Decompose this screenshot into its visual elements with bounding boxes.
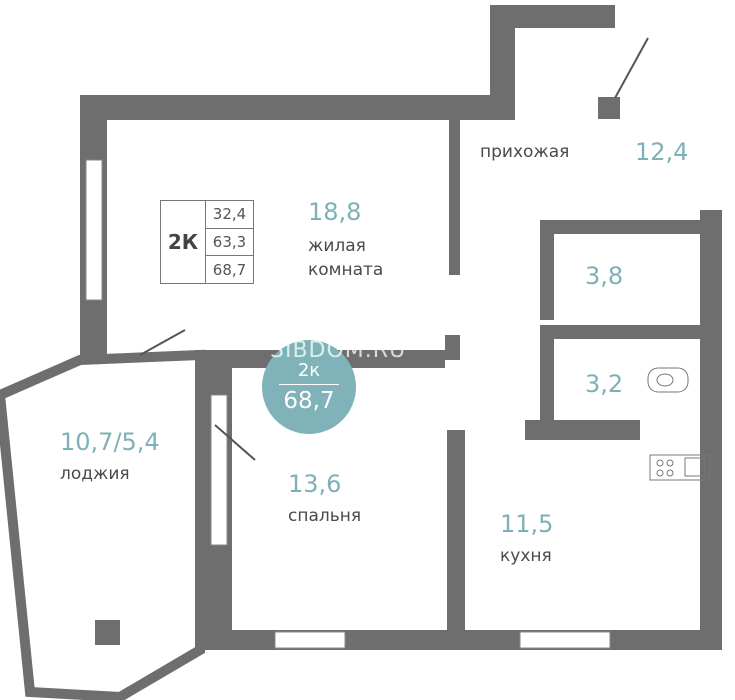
watermark: SIBDOM.RU (270, 338, 407, 363)
doors (139, 37, 649, 461)
room-area-hallway: 12,4 (635, 138, 689, 166)
stove-sink-icon (649, 454, 711, 481)
room-area-loggia: 10,7/5,4 (60, 428, 160, 456)
area-badge: 2к 68,7 (262, 340, 356, 434)
legend-total-with-loggia: 68,7 (212, 260, 247, 279)
room-area-bedroom: 13,6 (288, 470, 342, 498)
room-name-hallway: прихожая (480, 142, 570, 162)
room-area-living: 18,8 (308, 198, 362, 226)
legend-type: 2К (161, 201, 206, 283)
room-area-storage: 3,8 (585, 262, 624, 290)
toilet-icon (647, 367, 689, 393)
room-name-bedroom: спальня (288, 506, 362, 526)
walls (80, 5, 722, 650)
legend-total-area: 63,3 (206, 229, 253, 257)
room-area-bathroom: 3,2 (585, 370, 624, 398)
room-name-living: жилая комната (308, 236, 384, 280)
loggia-outline (0, 349, 205, 700)
apartment-legend: 2К 32,4 63,3 68,7 (160, 200, 254, 284)
badge-type: 2к (297, 360, 321, 381)
room-name-loggia: лоджия (60, 464, 130, 484)
badge-area: 68,7 (283, 388, 335, 414)
room-name-kitchen: кухня (500, 546, 552, 566)
legend-living-area: 32,4 (206, 201, 253, 229)
room-area-kitchen: 11,5 (500, 510, 554, 538)
